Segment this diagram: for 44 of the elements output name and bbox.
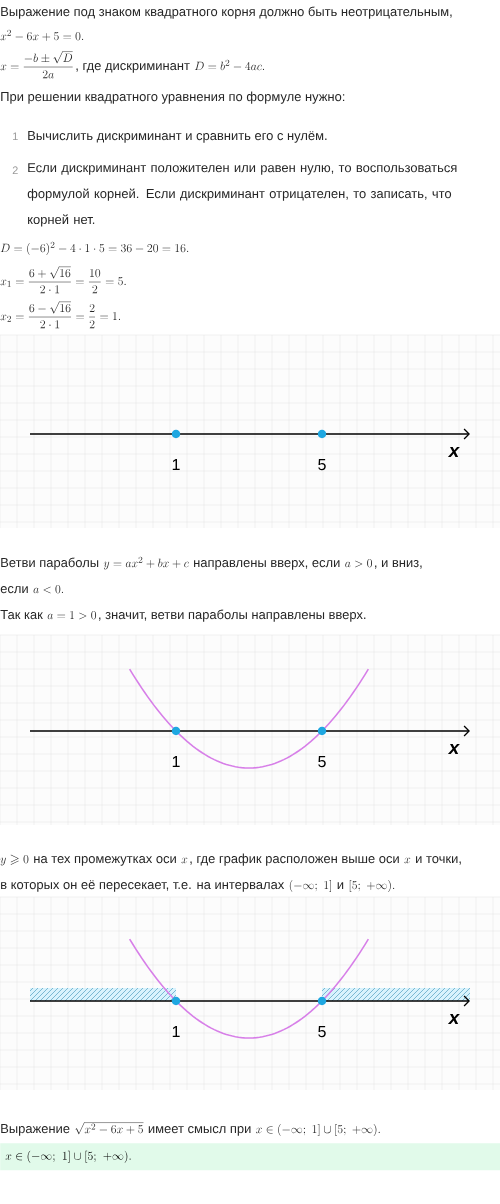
instruction-text: Так как [0, 610, 43, 620]
formula: $(-\infty;\ 1]$ [289, 880, 331, 892]
formula: $x_2=\frac{6-\sqrt{16}}{2\cdot 1}=\frac{2}{2}=1.$ [0, 301, 120, 329]
tick-label: 1 [172, 1026, 180, 1037]
formula: $a>0$ [345, 559, 372, 568]
instruction-text: и [337, 882, 344, 889]
formula: $D=(-6)^2-4\cdot 1\cdot 5=36-20=16.$ [0, 241, 189, 255]
formula: $a<0.$ [33, 585, 63, 594]
list-number: 1 [13, 132, 18, 140]
formula: $x$ [404, 857, 411, 864]
instruction-text: и точки, [416, 856, 461, 865]
tick-label: 1 [172, 756, 180, 767]
axis-label: x [447, 1014, 460, 1024]
formula: $[5;\ +\infty).$ [349, 880, 395, 892]
axis-label: x [447, 744, 460, 754]
list-number: 2 [12, 166, 18, 174]
axis-label: x [447, 447, 460, 457]
tick-label: 1 [172, 459, 180, 470]
instruction-text: , где график расположен выше оси [190, 853, 399, 866]
instruction-text: направлены вверх, если [194, 560, 340, 570]
instruction-text: При решении квадратного уравнения по формуле нужно: [1, 91, 345, 104]
instruction-text: , значит, ветви параболы направлены вверх. [99, 609, 366, 622]
formula: $a=1>0$ [47, 611, 97, 620]
answer-box: $x\in(-\infty;\ 1]\cup[5;\ +\infty).$ [0, 1143, 500, 1171]
formula: $x_1=\frac{6+\sqrt{16}}{2\cdot 1}=\frac{10}{2}=5.$ [0, 266, 126, 294]
formula: $\sqrt{x^2-6x+5}$ [75, 1122, 144, 1135]
tick-label: 5 [318, 1026, 326, 1038]
instruction-text: Выражение под знаком квадратного корня должно быть неотрицательным, [1, 6, 452, 19]
tick-label: 5 [318, 459, 326, 471]
formula: $D=b^2-4ac.$ [194, 59, 265, 71]
tick-label: 5 [318, 756, 326, 768]
instruction-text: на тех промежутках оси [34, 856, 176, 866]
formula: $x$ [181, 857, 188, 864]
instruction-text: Вычислить дискриминант и сравнить его с нулём. [28, 131, 327, 143]
instruction-text: в которых он её пересекает, т.е. на интервалах [1, 880, 285, 892]
instruction-text: , и вниз, [375, 560, 422, 569]
instruction-text: Ветви параболы [1, 557, 99, 570]
formula: $x=\frac{-b\pm\sqrt{D}}{2a}$ [0, 51, 73, 79]
instruction-text: если [0, 586, 28, 594]
formula: $y\geqslant 0$ [0, 854, 29, 866]
instruction-text: Если дискриминант положителен или равен нулю, то воспользоваться формулой корней. Если дискриминант отрицателен, то записать, что корней нет. [27, 163, 457, 227]
formula: $y=ax^2+bx+c$ [103, 556, 189, 570]
formula: $x^2-6x+5=0.$ [0, 29, 84, 41]
instruction-text: , где дискриминант [76, 63, 190, 73]
